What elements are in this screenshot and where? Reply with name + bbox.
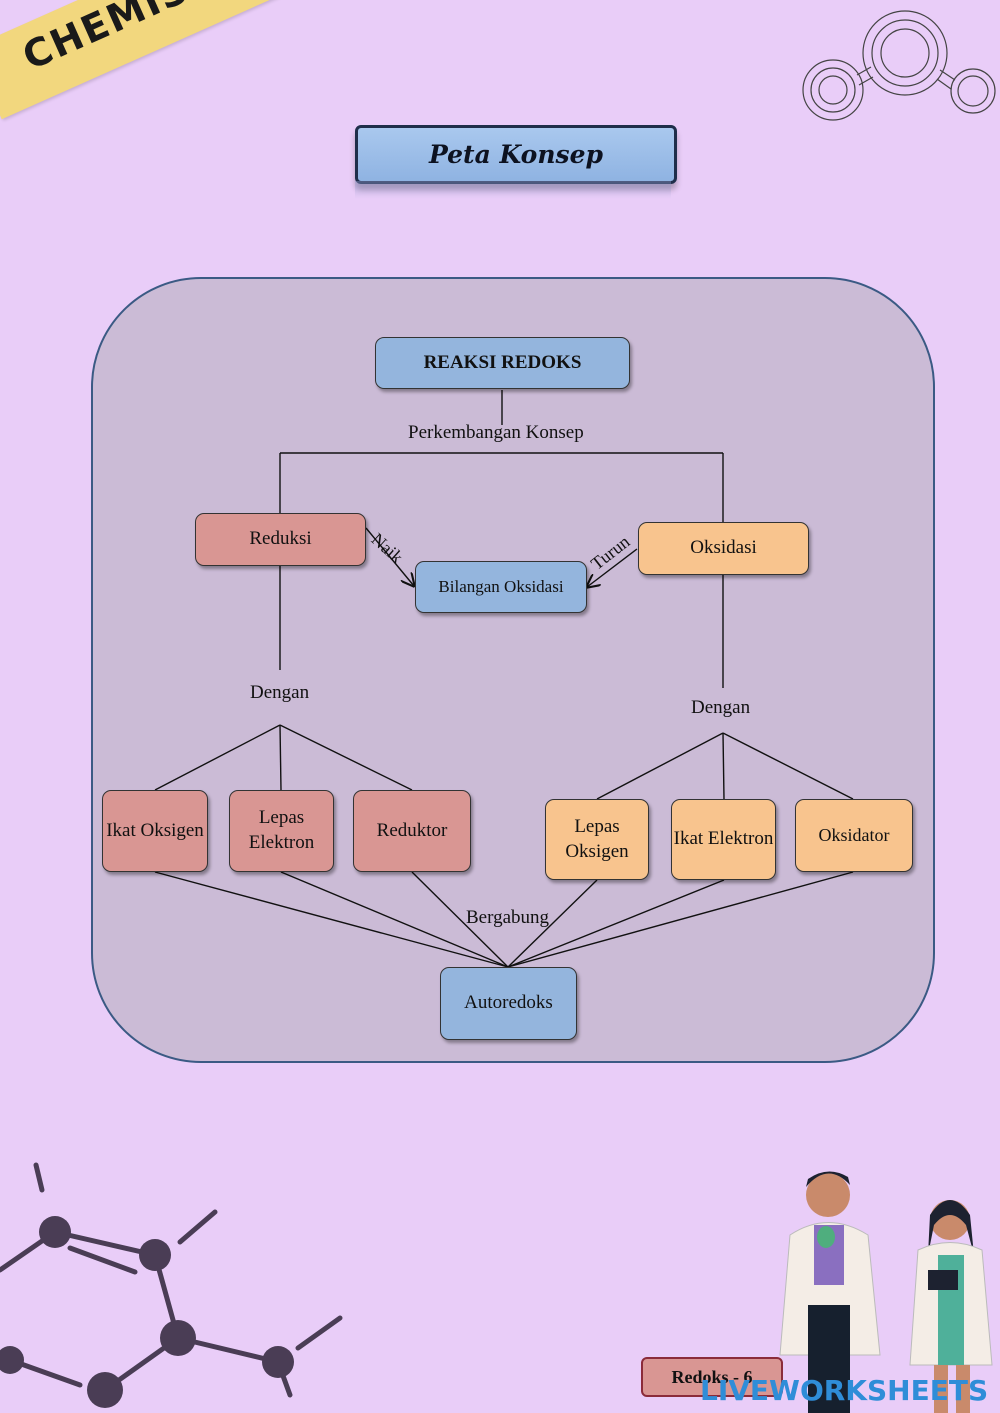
label-dengan-left: Dengan: [250, 682, 310, 703]
hexagon-structure-icon: [0, 1162, 343, 1408]
label-bergabung: Bergabung: [466, 907, 550, 928]
node-reduksi: Reduksi: [195, 513, 366, 566]
page-title: Peta Konsep: [429, 140, 603, 169]
node-reduktor: Reduktor: [353, 790, 471, 872]
node-ikat-oksigen: Ikat Oksigen: [102, 790, 208, 872]
node-ikat-elektron: Ikat Elektron: [671, 799, 776, 880]
link-label-perkembangan-konsep: Perkembangan Konsep: [408, 422, 584, 443]
molecule-sketch-icon: [802, 10, 996, 121]
concept-map-panel: [91, 277, 935, 1063]
liveworksheets-watermark: LIVEWORKSHEETS: [700, 1374, 989, 1407]
node-lepas-elektron: Lepas Elektron: [229, 790, 334, 872]
title-reflection: [355, 181, 671, 199]
label-dengan-right: Dengan: [691, 697, 751, 718]
node-autoredoks: Autoredoks: [440, 967, 577, 1040]
scientists-illustration-icon: [779, 1171, 993, 1413]
node-lepas-oksigen: Lepas Oksigen: [545, 799, 649, 880]
node-oksidator: Oksidator: [795, 799, 913, 872]
title-box: Peta Konsep: [355, 125, 677, 184]
node-bilangan-oksidasi: Bilangan Oksidasi: [415, 561, 587, 613]
root-node-reaksi-redoks: REAKSI REDOKS: [375, 337, 630, 389]
node-oksidasi: Oksidasi: [638, 522, 809, 575]
page-number-tag: Redoks - 6: [641, 1357, 783, 1397]
